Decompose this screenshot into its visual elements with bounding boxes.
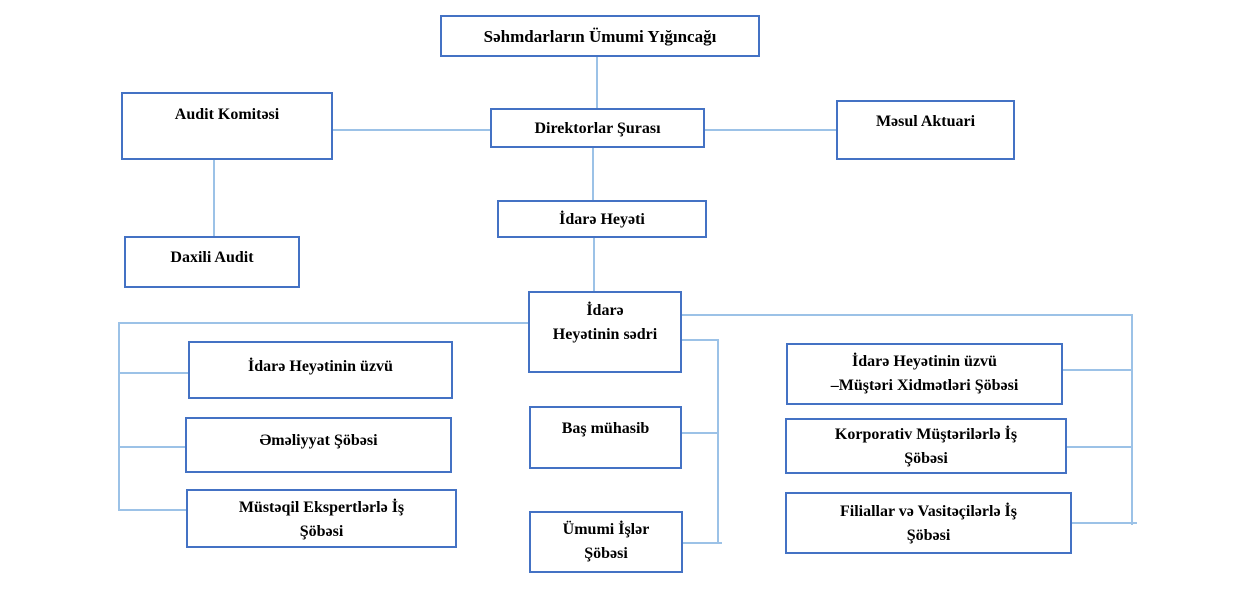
node-label: İdarə Heyəti — [559, 211, 645, 228]
connector-line — [118, 372, 188, 374]
node-management-board: İdarə Heyəti — [497, 200, 707, 238]
node-label: Müstəqil Ekspertlərlə İş Şöbəsi — [238, 499, 405, 540]
node-label: Ümumi İşlər Şöbəsi — [562, 521, 650, 562]
node-internal-audit: Daxili Audit — [124, 236, 300, 288]
connector-line — [717, 339, 719, 544]
node-audit-committee: Audit Komitəsi — [121, 92, 333, 160]
node-chief-accountant: Baş mühasib — [529, 406, 682, 469]
connector-line — [1063, 369, 1131, 371]
node-corporate-clients-department: Korporativ Müştərilərlə İş Şöbəsi — [785, 418, 1067, 474]
node-management-board-member: İdarə Heyətinin üzvü — [188, 341, 453, 399]
node-label: Filiallar və Vasitəçilərlə İş Şöbəsi — [839, 503, 1017, 544]
node-label: Səhmdarların Ümumi Yığıncağı — [483, 27, 717, 46]
connector-line — [118, 446, 185, 448]
node-board-of-directors: Direktorlar Şurası — [490, 108, 705, 148]
connector-line — [118, 322, 528, 324]
connector-line — [118, 322, 120, 511]
node-management-board-chairman: İdarə Heyətinin sədri — [528, 291, 682, 373]
connector-line — [333, 129, 490, 131]
connector-line — [683, 542, 722, 544]
node-label: Məsul Aktuari — [875, 113, 976, 130]
node-branches-and-intermediaries-department: Filiallar və Vasitəçilərlə İş Şöbəsi — [785, 492, 1072, 554]
node-label: Audit Komitəsi — [174, 106, 280, 123]
node-operations-department: Əməliyyat Şöbəsi — [185, 417, 452, 473]
node-label: Daxili Audit — [170, 249, 254, 266]
node-label: İdarə Heyətinin sədri — [552, 302, 658, 343]
connector-line — [213, 160, 215, 236]
node-management-board-member-client-services: İdarə Heyətinin üzvü –Müştəri Xidmətləri… — [786, 343, 1063, 405]
node-label: Direktorlar Şurası — [534, 120, 661, 137]
connector-line — [592, 148, 594, 200]
node-label: Baş mühasib — [561, 420, 650, 437]
connector-line — [1072, 522, 1137, 524]
node-label: İdarə Heyətinin üzvü –Müştəri Xidmətləri… — [830, 353, 1019, 394]
node-label: Korporativ Müştərilərlə İş Şöbəsi — [834, 426, 1018, 467]
node-label: Əməliyyat Şöbəsi — [259, 432, 378, 449]
node-independent-experts-department: Müstəqil Ekspertlərlə İş Şöbəsi — [186, 489, 457, 548]
connector-line — [1067, 446, 1131, 448]
node-general-affairs-department: Ümumi İşlər Şöbəsi — [529, 511, 683, 573]
connector-line — [118, 509, 186, 511]
connector-line — [1131, 314, 1133, 525]
connector-line — [596, 57, 598, 108]
node-label: İdarə Heyətinin üzvü — [248, 358, 393, 375]
node-general-meeting-of-shareholders: Səhmdarların Ümumi Yığıncağı — [440, 15, 760, 57]
connector-line — [682, 314, 1133, 316]
connector-line — [682, 339, 719, 341]
connector-line — [593, 238, 595, 291]
node-responsible-actuary: Məsul Aktuari — [836, 100, 1015, 160]
connector-line — [705, 129, 836, 131]
connector-line — [682, 432, 717, 434]
